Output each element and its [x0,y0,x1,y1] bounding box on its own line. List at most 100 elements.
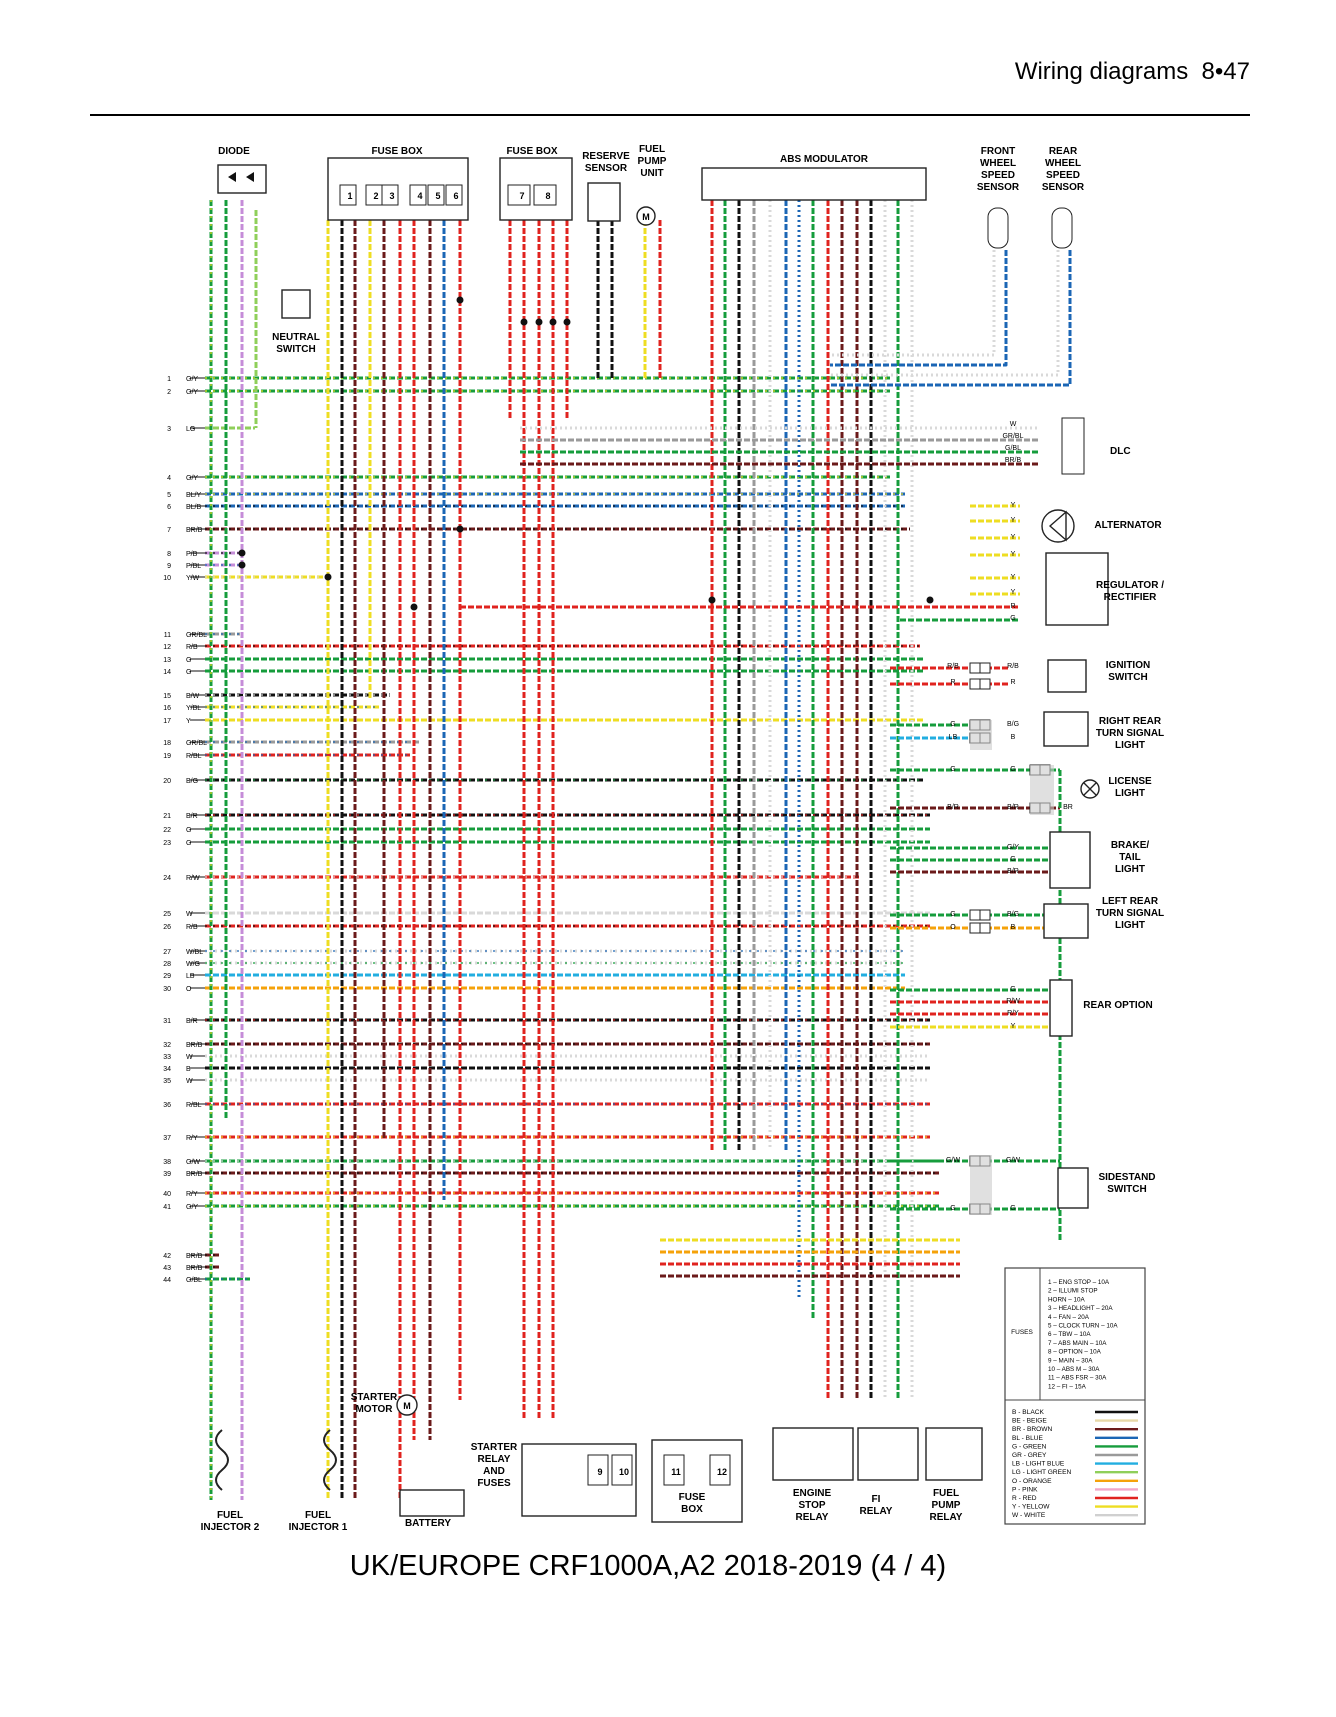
injector-1-coil [323,1429,337,1491]
fuse-number-3: 3 [389,191,394,201]
wire-number-10: 10 [163,575,171,582]
wire-code-24: R/W [186,875,200,882]
legend-entry: P - PINK [1012,1486,1038,1493]
label: FUEL [933,1488,959,1499]
label: SENSOR [977,182,1020,193]
fuse-number-10: 10 [619,1467,629,1477]
right-wire-code-5: Y [1011,517,1016,524]
fuse-9 [587,1454,609,1486]
fuse-11 [663,1454,685,1486]
label: PUMP [932,1500,961,1511]
wire-code-15: B/W [186,693,200,700]
label: TAIL [1119,852,1140,863]
label: LIGHT [1115,920,1145,931]
wire-number-28: 28 [163,961,171,968]
wire-code-12: R/B [186,644,198,651]
right-wire-code-23: B/R [1007,804,1019,811]
right-wire-code-33: R/W [1006,998,1020,1005]
right-wire-code-19: B [1011,734,1016,741]
header-rule [90,114,1250,116]
fuse-3 [381,184,399,206]
junction-dot [238,549,246,557]
label: REAR OPTION [1083,1000,1152,1011]
abs-modulator-body [701,167,927,201]
fuse-12 [709,1454,731,1486]
label: LICENSE [1108,776,1152,787]
right-wire-code-34: R/Y [1007,1010,1019,1017]
right-wire-code-38: G [950,1205,955,1212]
label: STARTER [471,1442,518,1453]
reserve-sensor-body [587,182,621,222]
fuse-entry: 3 – HEADLIGHT – 20A [1048,1305,1113,1312]
right-wire-code-22: B/R [947,804,959,811]
diagram-title: UK/EUROPE CRF1000A,A2 2018-2019 (4 / 4) [349,1550,947,1582]
alternator-symbol [1048,510,1067,542]
junction-dot [708,596,716,604]
label: FUSE [679,1492,706,1503]
legend-entry: LG - LIGHT GREEN [1012,1469,1071,1476]
wire-number-27: 27 [163,949,171,956]
label: SPEED [981,170,1015,181]
brake-tail-light-body [1049,831,1091,889]
label: REAR [1049,146,1078,157]
wire-number-33: 33 [163,1054,171,1061]
wire-number-8: 8 [167,551,171,558]
right-wire-code-35: Y [1011,1023,1016,1030]
dlc-connector [1061,417,1085,475]
wire-code-14: G [186,669,191,676]
legend-entry: R - RED [1012,1495,1037,1502]
wire-code-6: BL/B [186,504,202,511]
label: LIGHT [1115,788,1145,799]
fuse-entry: 4 – FAN – 20A [1048,1314,1090,1321]
alternator-ring [1041,509,1075,543]
legend-entry: W - WHITE [1012,1512,1046,1519]
label: LEFT REAR [1102,896,1159,907]
wire-number-30: 30 [163,986,171,993]
wire-number-13: 13 [163,657,171,664]
label: WHEEL [1045,158,1081,169]
wire-code-5: BL/Y [186,492,202,499]
battery-body [399,1489,465,1517]
right-wire-code-7: Y [1011,551,1016,558]
fuse-8 [533,184,557,206]
rwss-wire-bl [830,250,1072,387]
wire-code-20: B/G [186,778,198,785]
label: DLC [1110,446,1131,457]
wire-number-42: 42 [163,1253,171,1260]
label: SWITCH [1108,672,1147,683]
wire-code-40: R/Y [186,1191,198,1198]
fuse-entry: 5 – CLOCK TURN – 10A [1048,1323,1118,1330]
wire-code-28: W/G [186,961,200,968]
label: FUSES [477,1478,511,1489]
page-header: Wiring diagrams 8•47 [0,58,1250,94]
fuel-pump-motor [636,206,656,226]
legend-entry: B - BLACK [1012,1409,1044,1416]
wire-number-19: 19 [163,753,171,760]
connector-shade [970,720,992,750]
fi-relay-body [857,1427,919,1481]
legend-entry: GR - GREY [1012,1452,1047,1459]
wire-number-24: 24 [163,875,171,882]
fuse-7 [507,184,531,206]
junction-dot [563,318,571,326]
fuse-number-12: 12 [717,1467,727,1477]
sidestand-switch-body [1057,1167,1089,1209]
wire-number-4: 4 [167,475,171,482]
wire-number-26: 26 [163,924,171,931]
right-wire-code-32: G [1010,986,1015,993]
right-wire-code-11: G [1010,615,1015,622]
right-wire-code-20: G [950,766,955,773]
wire-code-9: P/BL [186,563,201,570]
right-wire-code-28: G [950,911,955,918]
fuse-10 [611,1454,633,1486]
right-wire-code-18: LB [949,734,958,741]
label: SWITCH [1107,1184,1146,1195]
wire-number-40: 40 [163,1191,171,1198]
wires-layer [190,200,1072,1500]
wire-number-7: 7 [167,527,171,534]
junction-dot [410,603,418,611]
diode-box [217,164,267,194]
wire-code-35: W [186,1078,193,1085]
right-wire-code-21: G [1010,766,1015,773]
